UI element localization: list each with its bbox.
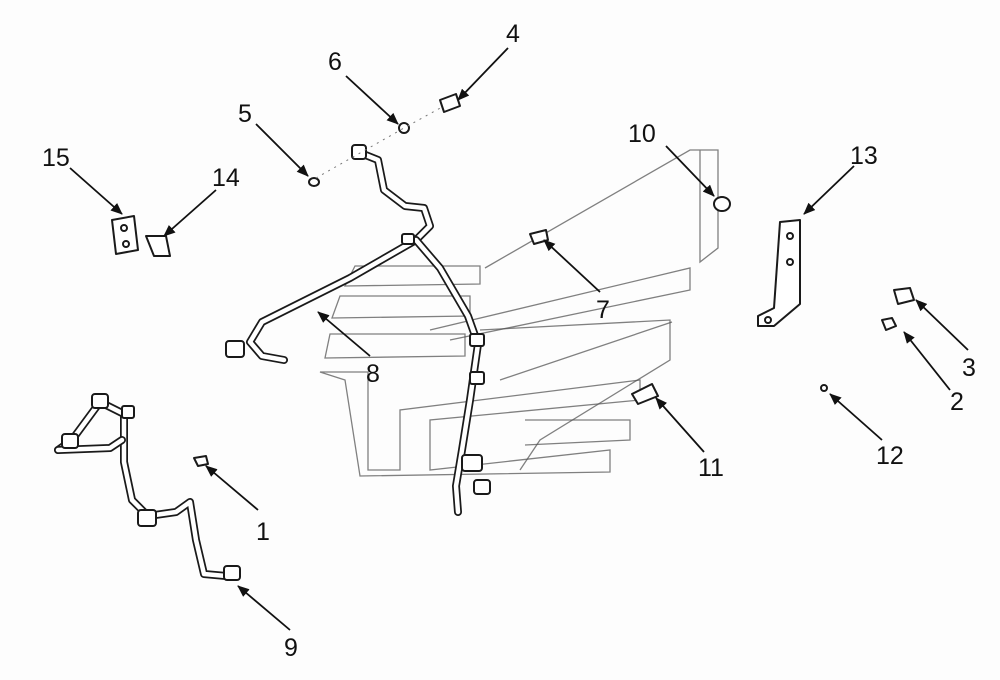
part-5-washer [308, 177, 320, 187]
callout-14: 14 [212, 164, 240, 192]
leader-9 [237, 585, 291, 631]
callout-7: 7 [596, 296, 610, 324]
leader-6 [345, 75, 399, 125]
leader-7 [543, 239, 601, 293]
leader-10 [665, 145, 715, 197]
leader-3 [915, 299, 969, 351]
leader-13 [803, 165, 855, 215]
callout-1: 1 [256, 518, 270, 546]
callout-9: 9 [284, 634, 298, 662]
leader-2 [903, 331, 951, 391]
part-14-fitting [145, 235, 171, 257]
callout-2: 2 [950, 388, 964, 416]
callout-3: 3 [962, 354, 976, 382]
part-1-fitting [193, 455, 209, 467]
part-8-tube-assembly [225, 144, 491, 516]
callout-13: 13 [850, 142, 878, 170]
part-9-tube [54, 393, 241, 581]
callout-4: 4 [506, 20, 520, 48]
part-2-bolt [881, 317, 897, 331]
watermark-logo [319, 149, 719, 477]
part-13-bracket [757, 219, 801, 327]
callout-11: 11 [698, 454, 724, 482]
small-hardware [111, 93, 915, 467]
leader-4 [457, 47, 509, 101]
callout-8: 8 [366, 360, 380, 388]
callout-12: 12 [876, 442, 904, 470]
part-12-ball [820, 384, 828, 392]
leader-1 [205, 465, 259, 511]
part-11-fitting [631, 383, 659, 405]
part-4-connector [439, 93, 461, 113]
leader-lines [69, 47, 969, 631]
part-10-nut [713, 196, 731, 212]
part-3-bolt [893, 287, 915, 305]
callout-labels: 1 2 3 4 5 6 7 8 9 10 11 12 13 14 15 [42, 20, 976, 662]
callout-15: 15 [42, 144, 70, 172]
part-6-washer [398, 122, 410, 134]
leader-8 [317, 311, 371, 357]
callout-10: 10 [628, 120, 656, 148]
callout-5: 5 [238, 100, 252, 128]
leader-15 [69, 167, 123, 215]
callout-6: 6 [328, 48, 342, 76]
leader-11 [655, 397, 705, 453]
part-15-clamp [111, 215, 139, 255]
leader-12 [829, 393, 883, 441]
leader-5 [255, 123, 309, 177]
leader-14 [163, 189, 217, 237]
